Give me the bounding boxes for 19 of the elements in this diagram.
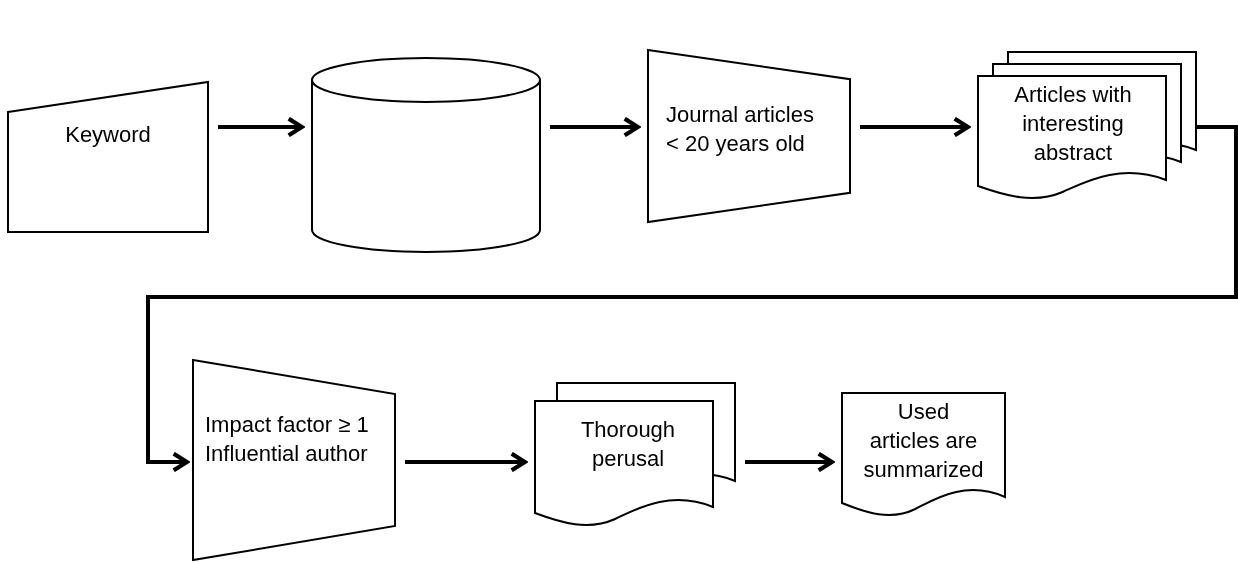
multi-document-shape (535, 383, 735, 523)
arrow (146, 125, 1238, 473)
multi-document-shape (978, 52, 1196, 198)
node-label: Impact factor ≥ 1 Influential author (205, 411, 370, 468)
arrow (860, 116, 971, 138)
manual-operation-shape (193, 360, 395, 560)
node-label: Keyword (64, 121, 152, 149)
manual-operation-shape (648, 50, 850, 222)
arrow (550, 116, 641, 138)
node-label: Used articles are summarized (863, 398, 984, 484)
arrow (218, 116, 305, 138)
document-shape (842, 393, 1005, 519)
manual-input-shape (8, 82, 208, 232)
node-label: Articles with interesting abstract (1013, 81, 1133, 167)
node-label: Thorough perusal (579, 416, 677, 473)
arrow (745, 451, 835, 473)
node-label: Journal articles < 20 years old (666, 101, 815, 158)
arrow (405, 451, 528, 473)
database-cylinder (312, 58, 540, 252)
